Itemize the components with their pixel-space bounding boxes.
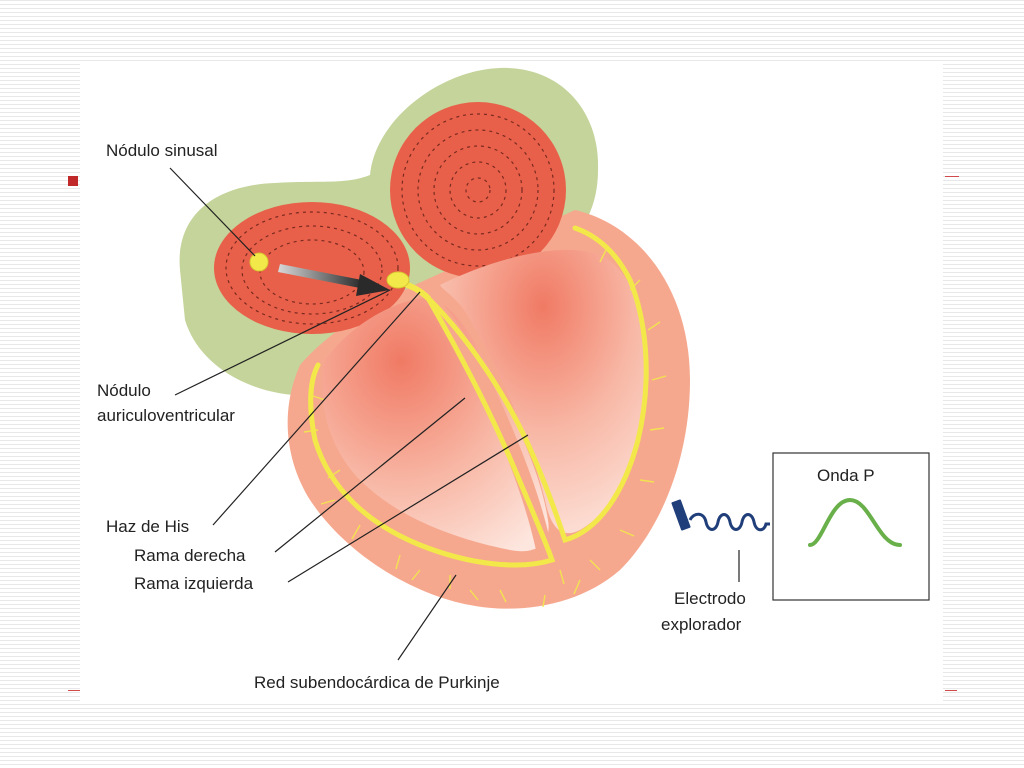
electrode-coil <box>688 512 770 532</box>
electrode <box>671 499 770 532</box>
interventricular-septum <box>425 290 550 551</box>
label-av-node-line2: auriculoventricular <box>97 406 235 425</box>
left-atrium <box>390 102 566 278</box>
propagation-arrow <box>278 264 390 296</box>
right-branch-path <box>308 295 556 568</box>
label-purkinje: Red subendocárdica de Purkinje <box>254 673 500 692</box>
deco-line-top-right <box>945 176 959 177</box>
label-his-bundle: Haz de His <box>106 517 189 536</box>
label-p-wave: Onda P <box>817 466 875 485</box>
left-ventricle-cavity <box>440 249 647 534</box>
label-av-node-line1: Nódulo <box>97 381 151 400</box>
left-atrium-texture <box>401 113 555 267</box>
deco-line-bottom-left <box>68 690 80 691</box>
av-node <box>386 271 410 289</box>
bullet-marker <box>68 176 78 186</box>
electrode-head <box>671 499 691 531</box>
label-electrode-line2: explorador <box>661 615 742 634</box>
label-left-branch: Rama izquierda <box>134 574 254 593</box>
right-ventricle-cavity <box>321 298 549 552</box>
left-branch-path <box>427 225 649 544</box>
label-sinus-node: Nódulo sinusal <box>106 141 218 160</box>
right-atrium-texture <box>225 211 399 325</box>
leader-lines <box>169 167 740 661</box>
p-wave-curve <box>808 497 902 547</box>
label-right-branch: Rama derecha <box>134 546 246 565</box>
label-electrode-line1: Electrodo <box>674 589 746 608</box>
sinus-node <box>249 252 269 272</box>
deco-line-bottom-right <box>945 690 957 691</box>
p-wave-box <box>772 452 930 601</box>
